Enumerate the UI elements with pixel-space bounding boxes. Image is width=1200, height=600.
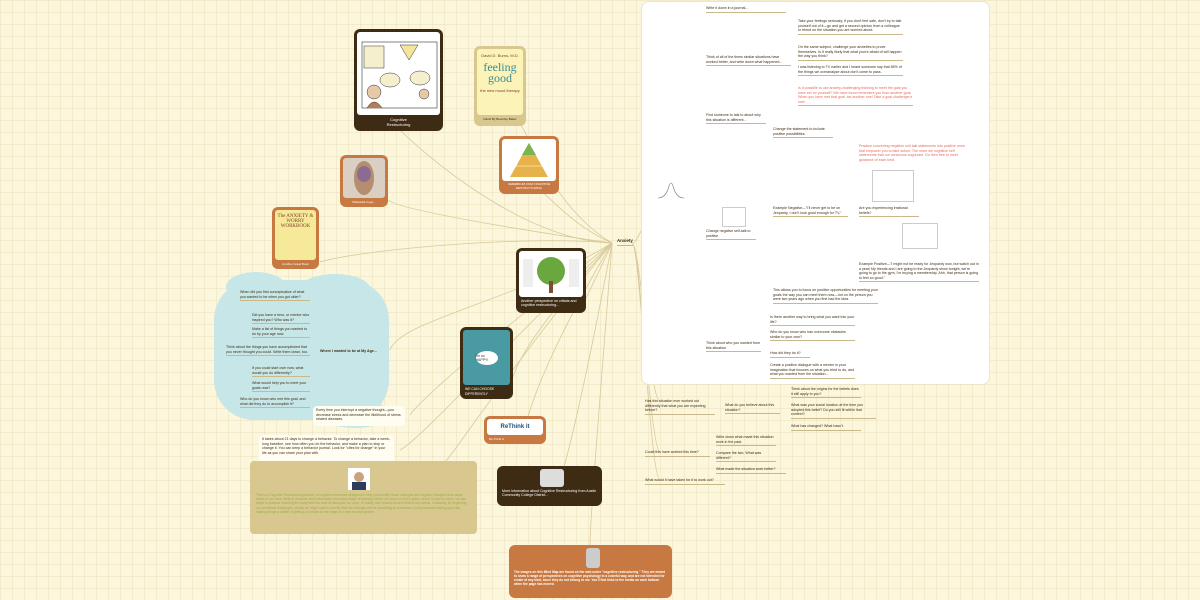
q1a-item[interactable]: Think about the origins for the beliefs …	[791, 387, 861, 399]
cloud-puff	[300, 274, 370, 304]
cartoon-thumb-image	[902, 223, 938, 249]
b5-item[interactable]: Create a positive dialogue with a mentor…	[770, 363, 855, 379]
b4-practice-note[interactable]: Practice converting negative self talk s…	[859, 144, 965, 162]
cloud-item[interactable]: If you could start over now, what would …	[252, 366, 310, 378]
cognitive-restructuring-card[interactable]: Teenage Thinkers Cognitive Restructuring	[354, 29, 443, 131]
tree-image	[519, 251, 583, 297]
branch-find-someone[interactable]: Find someone to talk to about why this s…	[706, 113, 766, 125]
q-worked-out[interactable]: Has this situation ever worked out diffe…	[645, 399, 715, 415]
cartoon-image: Teenage Thinkers	[357, 32, 440, 115]
b2-item[interactable]: Is it possible to use anxiety-challengin…	[798, 86, 913, 107]
pyramid-image	[502, 139, 556, 181]
rethink-caption: Re-Think It	[489, 437, 504, 441]
cloud-title[interactable]: Where I wanted to be at My Age...	[320, 349, 377, 353]
q1a-item[interactable]: What has changed? What hasn't.	[791, 424, 861, 431]
b4-example-positive[interactable]: Example Positive—"I might not be ready f…	[859, 262, 979, 283]
b4-focus[interactable]: This allows you to focus on positive opp…	[773, 288, 878, 304]
self-talk-image	[722, 207, 746, 227]
bio-note-text: This is a Cognitive Restructuring lesson…	[256, 493, 467, 514]
stress-note[interactable]: Every time you interrupt a negative thou…	[313, 406, 405, 426]
rethink-card[interactable]: ReThink it Re-Think It	[484, 416, 546, 444]
footer-image	[586, 548, 600, 568]
beliefs-diagram-image	[872, 170, 914, 202]
wikipedia-card[interactable]: Wikipedia Cogn...	[340, 155, 388, 207]
q2-item[interactable]: Write down what made this situation work…	[716, 435, 776, 447]
feeling-good-caption: David By Beverley Baker	[483, 117, 517, 121]
anxiety-workbook-card[interactable]: The ANXIETY & WORRY WORKBOOK Another Gre…	[272, 207, 319, 269]
b4-change-statement[interactable]: Change the statement to include positive…	[773, 127, 833, 139]
q1a-item[interactable]: What was your social location at the tim…	[791, 403, 876, 419]
tree-perspective-card[interactable]: Another perspective on crtlads and cogni…	[516, 248, 586, 313]
q-believe[interactable]: What do you believe about this situation…	[725, 403, 780, 415]
feeling-good-cover: David D. Burns, M.D. feeling good the ne…	[477, 49, 523, 115]
cloud-item[interactable]: Did you have a hero, or mentor who inspi…	[252, 313, 310, 325]
more-info-caption: More information about Cognitive Restruc…	[502, 489, 597, 498]
choose-caption: WE CAN CHOOSE DIFFERENTLY	[465, 387, 495, 396]
choose-differently-card[interactable]: I'm so HAPPY! WE CAN CHOOSE DIFFERENTLY	[460, 327, 513, 399]
brain-image	[540, 469, 564, 487]
cognitive-caption: Cognitive Restructuring	[386, 117, 411, 127]
bio-note[interactable]: This is a Cognitive Restructuring lesson…	[250, 461, 477, 534]
cloud-item[interactable]: Think about the things you have accompli…	[226, 345, 310, 357]
b4-example-negative[interactable]: Example Negative—"I'll never get to be o…	[773, 206, 848, 218]
root-node[interactable]: Anxiety	[617, 238, 633, 246]
bell-curve-chart	[656, 178, 686, 204]
q2-item[interactable]: What made the situation work better?	[716, 467, 786, 474]
b4-irrational[interactable]: Are you experiencing irrational beliefs?	[859, 206, 919, 218]
feeling-good-card[interactable]: David D. Burns, M.D. feeling good the ne…	[474, 46, 526, 126]
cerebrum-caption: CEREBRUM.COM COGNITIVE RESTRUCTURING	[507, 182, 551, 190]
b2-item[interactable]: Take your feelings seriously; if you don…	[798, 19, 903, 35]
b5-item[interactable]: How did they do it?	[770, 351, 810, 358]
branch-change-self-talk[interactable]: Change negative self-talk to positive	[706, 229, 756, 241]
branch-journal[interactable]: Write it down in a journal...	[706, 6, 786, 13]
anxiety-workbook-cover: The ANXIETY & WORRY WORKBOOK	[275, 210, 316, 260]
footer-note-card[interactable]: The images on this Mind Map are found on…	[509, 545, 672, 598]
cloud-bubble	[214, 280, 389, 420]
more-info-card[interactable]: More information about Cognitive Restruc…	[497, 466, 602, 506]
author-photo	[348, 468, 370, 490]
b5-item[interactable]: Is there another way to bring what you w…	[770, 315, 855, 327]
q-this-time[interactable]: Could this have worked this time?	[645, 450, 710, 457]
q2-item[interactable]: Compare the two. What was different?	[716, 451, 776, 463]
anxiety-workbook-caption: Another Great Book	[282, 262, 309, 266]
outline-panel	[641, 1, 990, 385]
happy-bubble: I'm so HAPPY!	[475, 350, 498, 365]
b5-item[interactable]: Who do you know who has overcome obstacl…	[770, 330, 855, 342]
cloud-item[interactable]: Make a list of things you wanted to do b…	[252, 327, 310, 339]
cloud-puff	[226, 272, 286, 302]
rethink-logo: ReThink it	[487, 419, 543, 435]
cerebrum-card[interactable]: CEREBRUM.COM COGNITIVE RESTRUCTURING	[499, 136, 559, 194]
q-taken[interactable]: What would it have taken for it to work …	[645, 478, 725, 485]
wikipedia-image	[343, 158, 385, 198]
cartoon-drawing	[361, 41, 438, 109]
cloud-item[interactable]: What would help you to meet your goals n…	[252, 381, 310, 393]
tree-caption: Another perspective on crtlads and cogni…	[521, 299, 577, 308]
days-note[interactable]: It takes about 21 days to change a behav…	[259, 435, 394, 463]
cloud-item[interactable]: Who do you know who met this goal, and w…	[240, 397, 310, 409]
days-note-text: It takes about 21 days to change a behav…	[262, 437, 390, 455]
branch-think-about[interactable]: Think about who you wanted from this sit…	[706, 341, 761, 353]
b2-item[interactable]: I was listening to TV earlier and I hear…	[798, 65, 903, 77]
wikipedia-caption: Wikipedia Cogn...	[352, 200, 376, 204]
branch-similar-times[interactable]: Think of all of the times similar situat…	[706, 55, 791, 67]
stress-note-text: Every time you interrupt a negative thou…	[316, 408, 401, 422]
choose-image: I'm so HAPPY!	[463, 330, 510, 385]
b2-item[interactable]: On the same subject, challenge your anxi…	[798, 45, 903, 61]
cloud-item[interactable]: When did you first conceptualize of what…	[240, 290, 310, 302]
footer-text: The images on this Mind Map are found on…	[514, 570, 665, 586]
